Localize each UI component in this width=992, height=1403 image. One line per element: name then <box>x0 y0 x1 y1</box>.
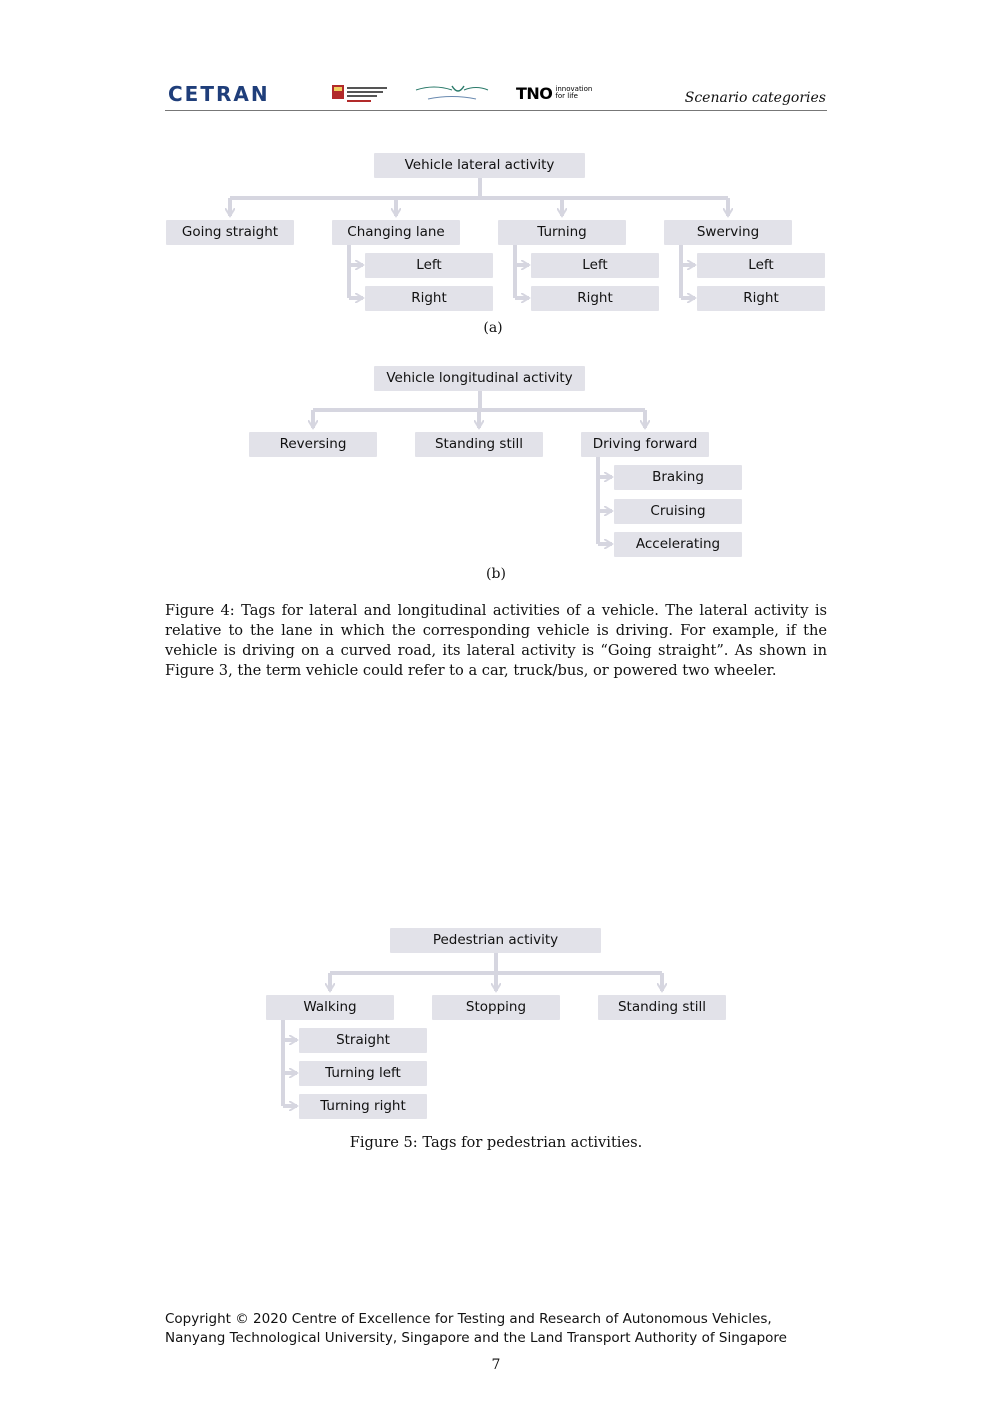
footer-line-1: Copyright © 2020 Centre of Excellence fo… <box>165 1311 772 1327</box>
fig4a-node-turning: Turning <box>498 220 626 245</box>
fig4a-node-swerving-right: Right <box>697 286 825 311</box>
fig4b-node-cruising: Cruising <box>614 499 742 524</box>
fig5-node-straight: Straight <box>299 1028 427 1053</box>
fig4a-node-changing-lane-left: Left <box>365 253 493 278</box>
fig4a-node-swerving: Swerving <box>664 220 792 245</box>
fig4a-node-turning-right: Right <box>531 286 659 311</box>
fig4b-node-standing-still: Standing still <box>415 432 543 457</box>
fig4b-root-node: Vehicle longitudinal activity <box>374 366 585 391</box>
copyright-footer: Copyright © 2020 Centre of Excellence fo… <box>165 1310 787 1347</box>
figure4-caption: Figure 4: Tags for lateral and longitudi… <box>165 602 827 679</box>
fig5-root-node: Pedestrian activity <box>390 928 601 953</box>
fig4b-sublabel: (b) <box>486 566 506 582</box>
header-rule <box>165 110 827 111</box>
fig4a-node-changing-lane: Changing lane <box>332 220 460 245</box>
fig4a-root-node: Vehicle lateral activity <box>374 153 585 178</box>
fig4b-node-braking: Braking <box>614 465 742 490</box>
tno-logo: TNO innovation for life <box>516 83 592 103</box>
lta-logo <box>415 85 489 100</box>
fig4a-node-swerving-left: Left <box>697 253 825 278</box>
footer-line-2: Nanyang Technological University, Singap… <box>165 1329 787 1346</box>
tno-word: TNO <box>516 83 553 103</box>
fig4b-node-reversing: Reversing <box>249 432 377 457</box>
ntu-logo <box>332 85 387 102</box>
page-number: 7 <box>491 1357 501 1373</box>
fig4a-node-going-straight: Going straight <box>166 220 294 245</box>
figure5-caption: Figure 5: Tags for pedestrian activities… <box>349 1134 643 1151</box>
tno-tagline: innovation for life <box>555 85 593 100</box>
fig4a-node-changing-lane-right: Right <box>365 286 493 311</box>
fig5-node-turning-left: Turning left <box>299 1061 427 1086</box>
fig5-node-walking: Walking <box>266 995 394 1020</box>
fig4b-node-accelerating: Accelerating <box>614 532 742 557</box>
fig4a-node-turning-left: Left <box>531 253 659 278</box>
fig5-node-turning-right: Turning right <box>299 1094 427 1119</box>
fig5-node-standing-still: Standing still <box>598 995 726 1020</box>
fig5-node-stopping: Stopping <box>432 995 560 1020</box>
fig4b-node-driving-forward: Driving forward <box>581 432 709 457</box>
fig4a-sublabel: (a) <box>483 320 503 336</box>
cetran-logo: CETRAN <box>168 82 270 106</box>
running-head: Scenario categories <box>684 90 826 106</box>
